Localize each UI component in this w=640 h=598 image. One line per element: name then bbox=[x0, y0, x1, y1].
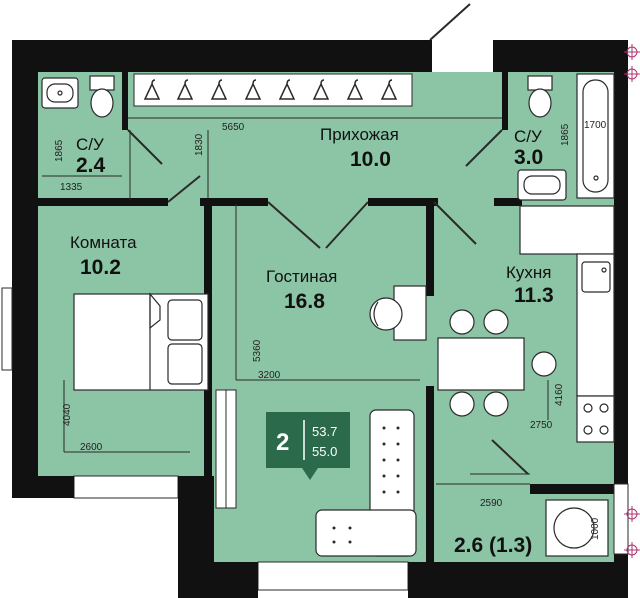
kitchen-counter bbox=[519, 205, 615, 443]
wall-hall-kitchen bbox=[494, 198, 522, 206]
apartment-badge: 2 53.7 55.0 bbox=[266, 412, 350, 480]
door-swings bbox=[127, 129, 529, 475]
wall-wc2 bbox=[502, 72, 508, 130]
wc1-fixtures bbox=[41, 75, 115, 118]
dim-bath-length: 1700 bbox=[584, 120, 607, 131]
balcony-area: 2.6 (1.3) bbox=[454, 534, 532, 557]
kitchen-name: Кухня bbox=[506, 263, 552, 282]
windows bbox=[1, 287, 629, 555]
living-area: 16.8 bbox=[284, 290, 325, 313]
wall-bottom-left bbox=[12, 476, 74, 498]
hall-name: Прихожая bbox=[320, 125, 399, 144]
wall-wc1 bbox=[122, 72, 128, 130]
dining-table-icon bbox=[437, 309, 557, 417]
dim-kitchen-width: 2750 bbox=[530, 420, 553, 431]
wall-living-kitchen-2 bbox=[426, 386, 434, 598]
kitchen-area: 11.3 bbox=[514, 284, 554, 307]
wall-bottom-2 bbox=[408, 562, 614, 598]
front-door-swing bbox=[429, 3, 471, 41]
toilet-icon bbox=[89, 75, 115, 118]
badge-rooms: 2 bbox=[276, 429, 289, 456]
kitchen-sink-icon bbox=[581, 261, 611, 293]
compass-icon bbox=[624, 44, 640, 558]
toilet-icon bbox=[527, 75, 553, 118]
dim-bedroom-width: 2600 bbox=[80, 442, 103, 453]
wc2-name: С/У bbox=[514, 127, 542, 146]
sink-icon bbox=[517, 169, 567, 201]
radiator-icon bbox=[545, 499, 609, 557]
hall-area: 10.0 bbox=[350, 148, 391, 171]
badge-area-living: 53.7 bbox=[312, 424, 337, 439]
bathtub-icon bbox=[576, 73, 615, 199]
wall-left bbox=[12, 40, 38, 498]
hanger-rack bbox=[133, 73, 413, 107]
dim-balcony-depth: 1000 bbox=[590, 517, 601, 540]
sink-icon bbox=[41, 77, 79, 109]
wall-top-left bbox=[12, 40, 432, 72]
dim-hall-width: 5650 bbox=[222, 122, 245, 133]
badge-area-total: 55.0 bbox=[312, 444, 337, 459]
stove-icon bbox=[576, 395, 615, 443]
wall-hall-living-2 bbox=[368, 198, 438, 206]
bedroom-area: 10.2 bbox=[80, 256, 121, 279]
wall-top-right bbox=[493, 40, 628, 72]
wall-living-kitchen bbox=[426, 198, 434, 296]
dim-wc1-depth: 1865 bbox=[54, 139, 65, 162]
dim-living-depth: 5360 bbox=[252, 339, 263, 362]
sofa-icon bbox=[315, 409, 417, 557]
wc1-area: 2.4 bbox=[76, 154, 106, 177]
wall-bedroom-living bbox=[204, 198, 212, 592]
walls bbox=[12, 40, 628, 598]
wall-right bbox=[614, 40, 628, 598]
desk-chair-icon bbox=[369, 285, 427, 341]
wc2-area: 3.0 bbox=[514, 146, 543, 169]
wc2-fixtures bbox=[517, 73, 615, 201]
dim-living-width: 3200 bbox=[258, 370, 281, 381]
wall-kitchen-balcony bbox=[530, 484, 614, 494]
dim-balcony-width: 2590 bbox=[480, 498, 503, 509]
dim-wc1-width: 1335 bbox=[60, 182, 83, 193]
hanger-icon bbox=[143, 79, 398, 100]
wall-hall-bedroom bbox=[38, 198, 168, 206]
bed-icon bbox=[73, 292, 209, 391]
dim-wc2-depth: 1865 bbox=[560, 123, 571, 146]
dim-bedroom-depth: 4040 bbox=[62, 403, 73, 426]
dim-hall-depth: 1830 bbox=[194, 133, 205, 156]
wc1-name: С/У bbox=[76, 135, 104, 154]
window-bedroom bbox=[1, 287, 13, 371]
dim-kitchen-depth: 4160 bbox=[554, 383, 565, 406]
window-right bbox=[613, 483, 629, 555]
bedroom-name: Комната bbox=[70, 233, 137, 252]
wall-hall-living-1 bbox=[200, 198, 268, 206]
wall-bottom bbox=[214, 562, 258, 598]
living-name: Гостиная bbox=[266, 267, 337, 286]
